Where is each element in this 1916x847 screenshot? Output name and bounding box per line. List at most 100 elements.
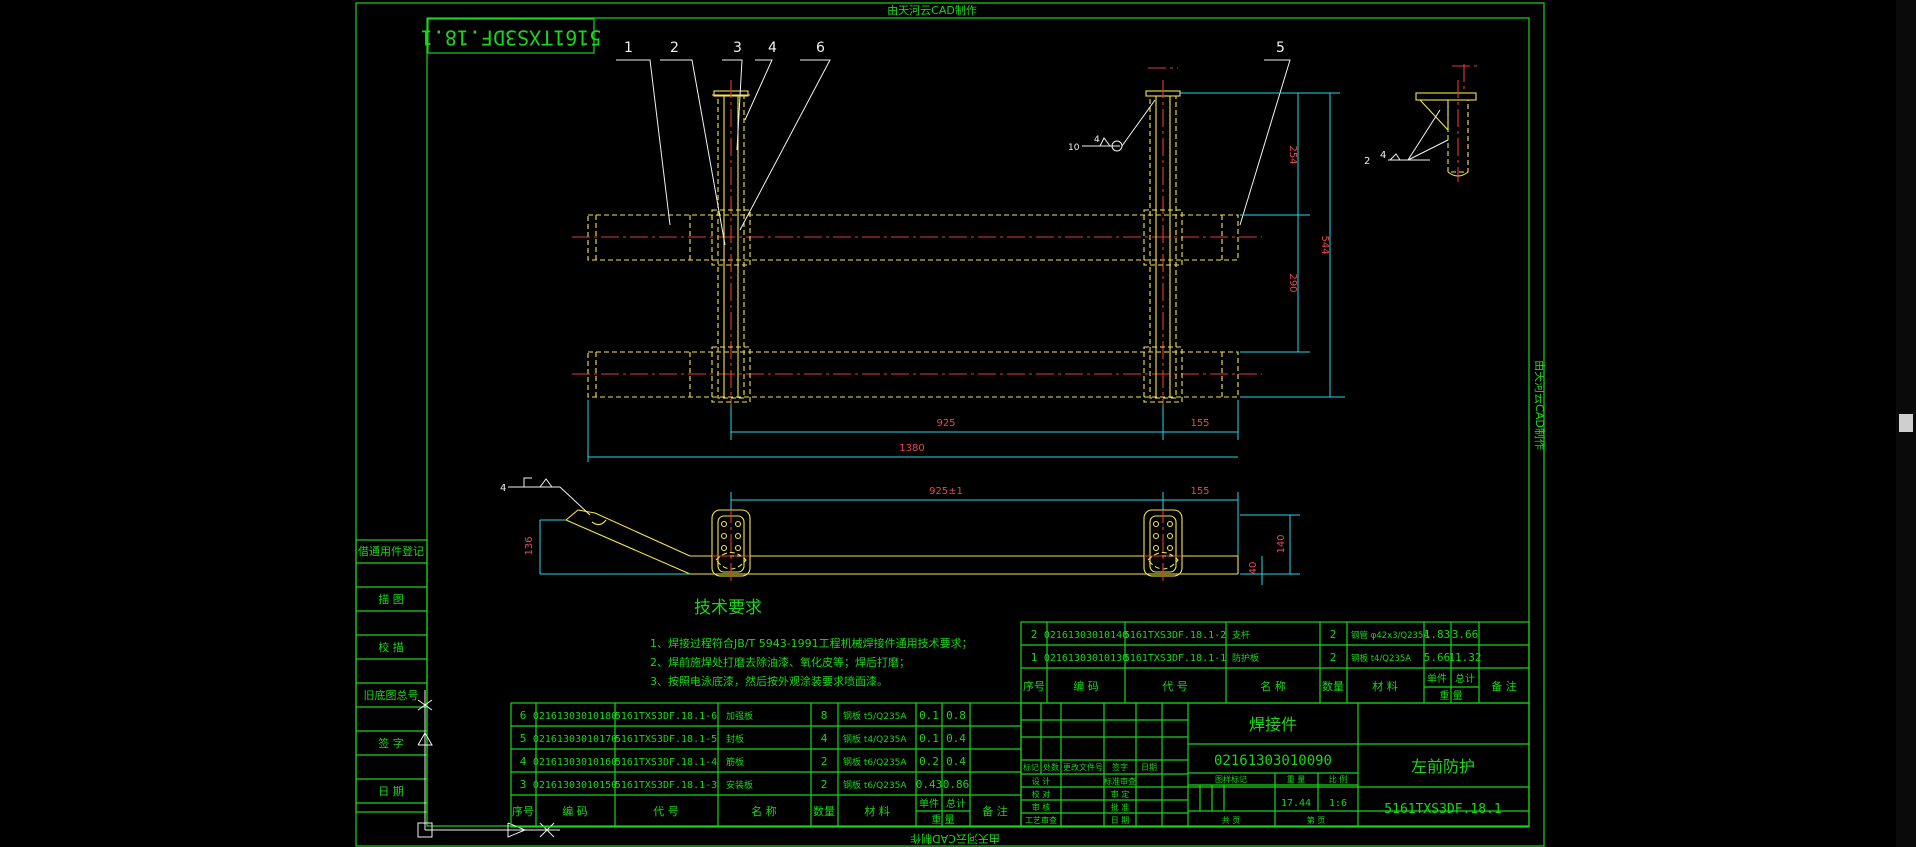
svg-text:02161303010180: 02161303010180: [533, 711, 617, 722]
svg-text:重 量: 重 量: [1439, 689, 1462, 702]
svg-text:3.66: 3.66: [1452, 628, 1479, 641]
svg-text:加强板: 加强板: [726, 710, 753, 722]
part-code: 02161303010090: [1214, 753, 1332, 769]
svg-text:审 核: 审 核: [1032, 802, 1051, 812]
balloon-3: 3: [733, 40, 742, 56]
svg-text:02161303010160: 02161303010160: [533, 757, 617, 768]
svg-text:封板: 封板: [726, 733, 744, 745]
weld-symbol-3: [508, 477, 591, 516]
svg-text:总计: 总计: [1455, 672, 1475, 685]
svg-text:11.32: 11.32: [1448, 651, 1481, 664]
svg-text:日 期: 日 期: [1111, 816, 1130, 825]
svg-text:钢板 t4/Q235A: 钢板 t4/Q235A: [1351, 653, 1411, 664]
svg-text:2: 2: [1031, 628, 1038, 641]
svg-text:支杆: 支杆: [1232, 629, 1250, 641]
weld-2-leg: 4: [1380, 150, 1386, 161]
balloon-4: 4: [768, 40, 777, 56]
parts-list-left-row-1: 5 02161303010170 5161TXS3DF.18.1-5 封板 4 …: [520, 732, 967, 745]
svg-text:6: 6: [520, 709, 527, 722]
svg-text:校 对: 校 对: [1032, 789, 1051, 799]
svg-text:0.43: 0.43: [916, 778, 943, 791]
dim-254: 254: [1287, 145, 1298, 164]
dim-155-top: 155: [1190, 418, 1209, 429]
balloon-5: 5: [1276, 40, 1285, 56]
parts-list-left-row-2: 4 02161303010160 5161TXS3DF.18.1-4 筋板 2 …: [520, 755, 967, 768]
svg-text:0.2: 0.2: [919, 755, 939, 768]
svg-text:3: 3: [520, 778, 527, 791]
svg-text:1.83: 1.83: [1424, 628, 1451, 641]
weld-2-number: 2: [1364, 156, 1370, 167]
dim-544: 544: [1319, 235, 1330, 254]
svg-text:0.1: 0.1: [919, 709, 939, 722]
dim-925-tol: 925±1: [929, 486, 963, 497]
svg-text:钢板 t6/Q235A: 钢板 t6/Q235A: [843, 779, 907, 791]
weld-3-number: 4: [500, 483, 506, 494]
svg-text:5.66: 5.66: [1424, 651, 1451, 664]
left-label-3: 旧底图总号: [364, 688, 419, 702]
side-detail-view: [1388, 64, 1478, 182]
svg-text:5161TXS3DF.18.1-3: 5161TXS3DF.18.1-3: [615, 780, 717, 791]
svg-text:重 量: 重 量: [931, 813, 954, 826]
svg-text:钢板 t6/Q235A: 钢板 t6/Q235A: [843, 756, 907, 768]
title-block-roles: 设 计 校 对 审 核 工艺审查 标准审查 审 定 批 准 日 期: [1025, 776, 1136, 825]
svg-text:编 码: 编 码: [562, 804, 588, 818]
svg-text:标准审查: 标准审查: [1104, 776, 1136, 786]
svg-text:防护板: 防护板: [1232, 652, 1259, 664]
svg-text:2: 2: [1330, 651, 1337, 664]
parts-list-left-header: 序号 编 码 代 号 名 称 数量 材 料 单件 总计 重 量 备 注: [512, 797, 1008, 826]
parts-list-right-grid: [1020, 621, 1530, 704]
svg-text:日期: 日期: [1141, 763, 1157, 772]
dim-925: 925: [936, 418, 955, 429]
svg-text:材 料: 材 料: [864, 804, 890, 818]
tech-req-title: 技术要求: [694, 598, 762, 618]
mirrored-code-box: 5161TXS3DF.18.1: [421, 18, 601, 54]
weld-1-leg: 4: [1094, 135, 1100, 145]
weld-symbol-1: [1082, 99, 1156, 152]
svg-text:4: 4: [520, 755, 527, 768]
svg-text:名 称: 名 称: [1260, 679, 1286, 693]
weld-1-number: 10: [1068, 143, 1080, 153]
svg-text:4: 4: [821, 732, 828, 745]
svg-text:0.1: 0.1: [919, 732, 939, 745]
svg-text:数量: 数量: [1322, 680, 1344, 693]
svg-text:批 准: 批 准: [1111, 802, 1130, 812]
left-label-5: 日 期: [378, 785, 404, 798]
left-label-4: 签 字: [378, 736, 404, 750]
ucs-icon: [417, 690, 560, 838]
scale-value: 1:6: [1329, 798, 1347, 809]
svg-text:安装板: 安装板: [726, 779, 753, 791]
title-block-grid: [1020, 702, 1530, 828]
left-label-2: 校 描: [378, 640, 404, 654]
svg-text:02161303010150: 02161303010150: [533, 780, 617, 791]
svg-text:代 号: 代 号: [1162, 680, 1188, 693]
balloon-1: 1: [624, 40, 633, 56]
svg-text:5161TXS3DF.18.1-1: 5161TXS3DF.18.1-1: [1124, 653, 1226, 664]
svg-text:备 注: 备 注: [1491, 679, 1517, 693]
watermark-top: 由天河云CAD制作: [887, 3, 977, 17]
tech-req-item-3: 3、按照电泳底漆，然后按外观涂装要求喷面漆。: [650, 674, 888, 688]
dim-40: 40: [1248, 562, 1259, 575]
svg-text:审 定: 审 定: [1111, 789, 1130, 799]
svg-text:0.86: 0.86: [943, 778, 970, 791]
weight-label: 重 量: [1287, 774, 1306, 784]
sheet-number: 第 页: [1307, 815, 1326, 825]
scrollbar-thumb[interactable]: [1899, 414, 1913, 432]
svg-text:5161TXS3DF.18.1-6: 5161TXS3DF.18.1-6: [615, 711, 717, 722]
parts-list-right-row-0: 2 02161303010140 5161TXS3DF.18.1-2 支杆 2 …: [1031, 628, 1479, 641]
vertical-scrollbar[interactable]: [1896, 0, 1916, 847]
svg-text:单件: 单件: [1427, 673, 1447, 685]
svg-text:8: 8: [821, 709, 828, 722]
svg-text:总计: 总计: [946, 797, 966, 810]
svg-text:单件: 单件: [919, 798, 939, 810]
svg-text:备 注: 备 注: [982, 804, 1008, 818]
left-record-block: [355, 539, 428, 813]
svg-text:编 码: 编 码: [1073, 679, 1099, 693]
stage-label: 图样标记: [1215, 774, 1247, 784]
svg-text:0.8: 0.8: [946, 709, 966, 722]
dim-155-elev: 155: [1190, 486, 1209, 497]
dim-136: 136: [524, 536, 535, 555]
part-name: 左前防护: [1411, 757, 1475, 776]
parts-list-left-row-0: 6 02161303010180 5161TXS3DF.18.1-6 加强板 8…: [520, 709, 966, 722]
